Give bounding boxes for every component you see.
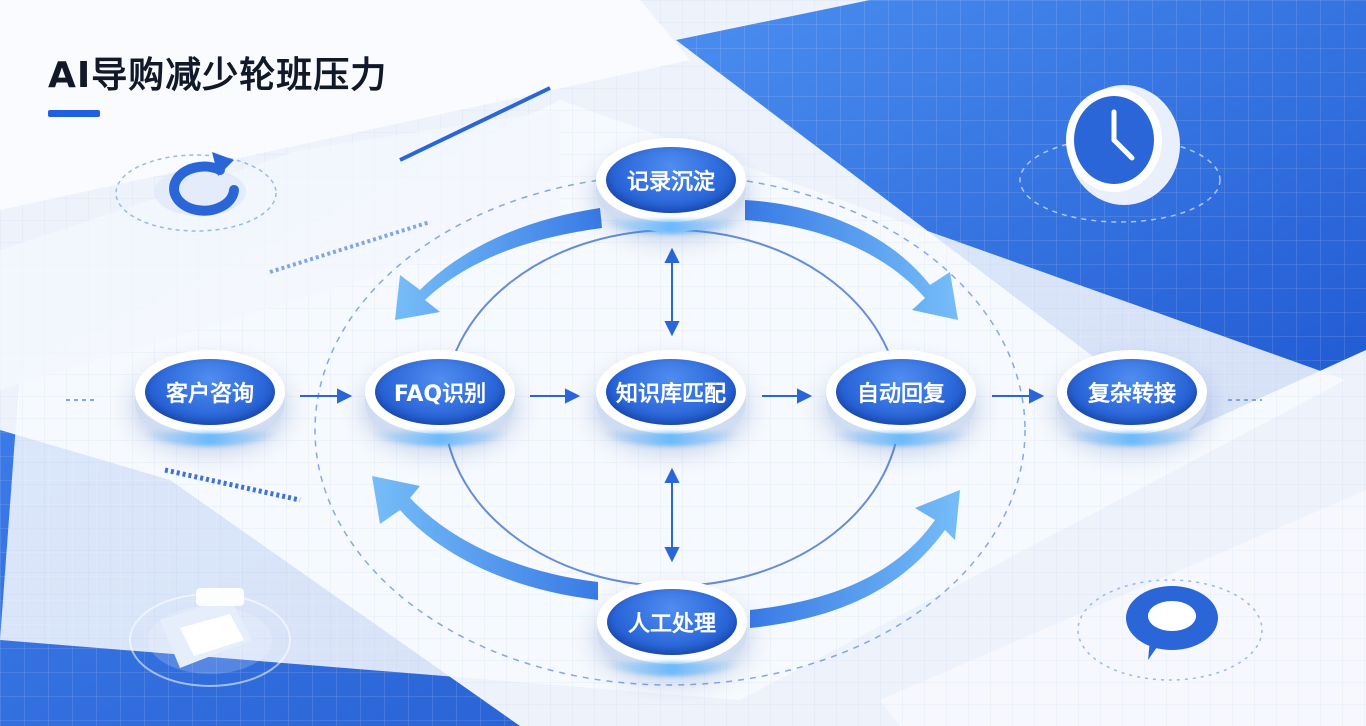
- node-consult-label: 客户咨询: [165, 382, 254, 407]
- connector-bottom: [664, 467, 680, 563]
- play-icon: [129, 588, 291, 687]
- node-transfer-label: 复杂转接: [1087, 382, 1176, 407]
- node-consult: 客户咨询: [135, 350, 285, 446]
- node-faq-label: FAQ识别: [393, 382, 487, 407]
- node-knowledge-base: 知识库匹配: [596, 350, 746, 446]
- title-underline: [48, 110, 100, 117]
- node-record: 记录沉淀: [596, 138, 746, 234]
- arrow-bottom-left: [372, 476, 598, 600]
- chat-bubble-icon: [1077, 579, 1263, 681]
- node-auto-reply: 自动回复: [826, 350, 976, 446]
- node-auto-reply-label: 自动回复: [856, 382, 945, 407]
- arrow-top-right: [745, 200, 958, 320]
- refresh-icon: [115, 152, 277, 232]
- node-manual: 人工处理: [597, 580, 747, 676]
- node-knowledge-base-label: 知识库匹配: [615, 382, 726, 407]
- clock-icon: [1019, 85, 1221, 223]
- node-manual-label: 人工处理: [627, 612, 716, 637]
- page-title: AI导购减少轮班压力: [48, 55, 388, 96]
- connector-top: [664, 247, 680, 337]
- node-record-label: 记录沉淀: [626, 170, 715, 195]
- node-transfer: 复杂转接: [1057, 350, 1207, 446]
- arrow-bottom-right: [750, 490, 960, 628]
- outer-dashed-ring: [314, 174, 1026, 686]
- node-faq: FAQ识别: [365, 350, 515, 446]
- arrow-top-left: [395, 208, 602, 320]
